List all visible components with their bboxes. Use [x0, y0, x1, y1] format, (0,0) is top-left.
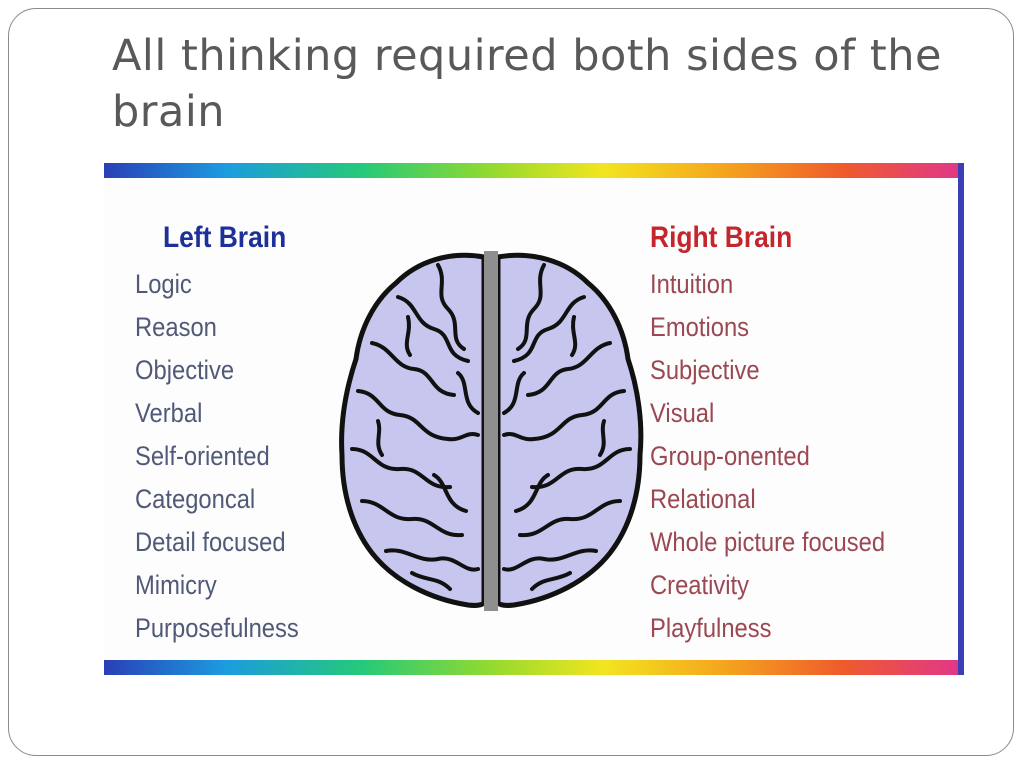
right-brain-traits: Intuition Emotions Subjective Visual Gro… — [650, 263, 917, 650]
right-trait-item: Emotions — [650, 312, 750, 342]
blue-border-right — [958, 163, 964, 675]
left-trait-item: Detail focused — [135, 527, 286, 557]
left-trait-item: Verbal — [135, 398, 203, 428]
rainbow-band-bottom — [104, 660, 964, 675]
right-trait-item: Group-onented — [650, 441, 810, 471]
right-trait-item: Relational — [650, 484, 756, 514]
rainbow-band-top — [104, 163, 964, 178]
left-trait-item: Reason — [135, 312, 217, 342]
right-trait-item: Whole picture focused — [650, 527, 886, 557]
left-trait-item: Categoncal — [135, 484, 256, 514]
brain-comparison-picture: Left Brain Right Brain Logic Reason Obje… — [104, 163, 964, 675]
left-trait-item: Logic — [135, 269, 192, 299]
right-trait-item: Subjective — [650, 355, 760, 385]
right-trait-item: Creativity — [650, 570, 750, 600]
right-trait-item: Playfulness — [650, 613, 772, 643]
left-trait-item: Purposefulness — [135, 613, 299, 643]
right-trait-item: Visual — [650, 398, 715, 428]
left-trait-item: Self-oriented — [135, 441, 270, 471]
left-trait-item: Objective — [135, 355, 235, 385]
right-trait-item: Intuition — [650, 269, 734, 299]
brain-top-view-icon — [339, 251, 644, 611]
left-brain-heading: Left Brain — [163, 221, 287, 254]
left-brain-traits: Logic Reason Objective Verbal Self-orien… — [135, 263, 321, 650]
hemisphere-divider — [484, 251, 498, 611]
left-trait-item: Mimicry — [135, 570, 217, 600]
right-brain-heading: Right Brain — [650, 221, 793, 254]
slide-title: All thinking required both sides of the … — [112, 31, 942, 137]
